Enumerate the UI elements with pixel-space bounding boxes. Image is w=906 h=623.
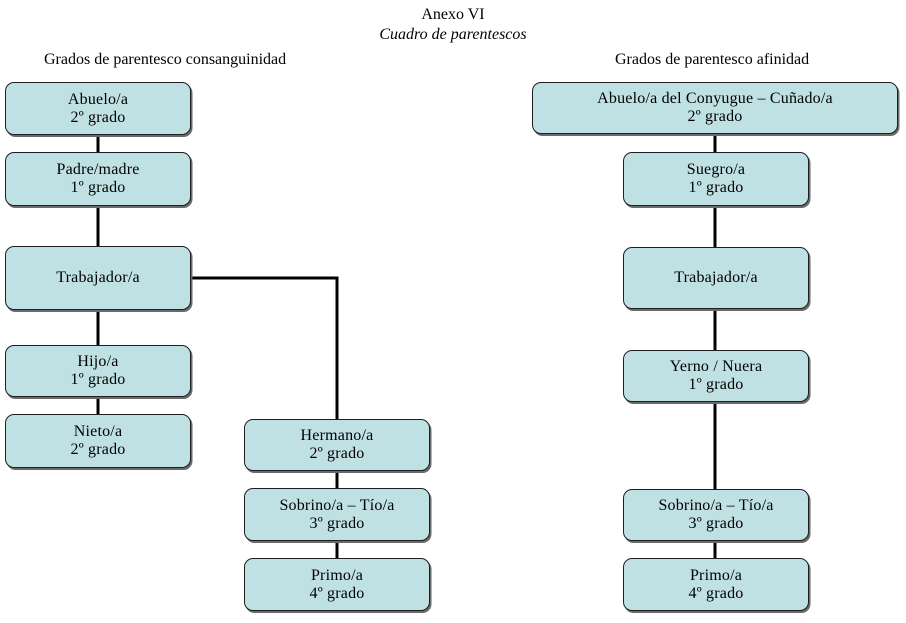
node-name: Abuelo/a del Conyugue – Cuñado/a — [597, 90, 833, 107]
node-degree: 2º grado — [687, 108, 743, 125]
node-name: Primo/a — [689, 566, 743, 584]
node-degree: 2º grado — [70, 441, 126, 458]
node-trabajador-consanguinidad: Trabajador/a — [5, 246, 191, 310]
node-degree: 1º grado — [688, 376, 744, 393]
node-name: Suegro/a — [686, 161, 746, 178]
node-suegro: Suegro/a 1º grado — [623, 152, 809, 206]
node-degree: 4º grado — [309, 584, 365, 602]
node-padre-madre: Padre/madre 1º grado — [5, 152, 191, 206]
node-degree: 3º grado — [309, 514, 365, 532]
node-name: Trabajador/a — [56, 269, 140, 286]
node-name: Padre/madre — [56, 161, 140, 178]
node-name: Yerno / Nuera — [669, 358, 763, 375]
node-name: Nieto/a — [73, 423, 123, 440]
node-hijo: Hijo/a 1º grado — [5, 345, 191, 397]
node-abuelo-conyugue: Abuelo/a del Conyugue – Cuñado/a 2º grad… — [532, 82, 898, 134]
node-degree: 3º grado — [688, 515, 744, 532]
node-yerno-nuera: Yerno / Nuera 1º grado — [623, 350, 809, 402]
node-name: Primo/a — [310, 566, 364, 584]
node-name: Abuelo/a — [67, 90, 129, 108]
node-degree: 2º grado — [70, 108, 126, 126]
node-sobrino-consanguinidad: Sobrino/a – Tío/a 3º grado — [244, 488, 430, 541]
node-degree: 1º grado — [70, 179, 126, 196]
consanguinity-heading: Grados de parentesco consanguinidad — [44, 51, 287, 68]
affinity-heading: Grados de parentesco afinidad — [615, 51, 810, 68]
chart-subtitle: Cuadro de parentescos — [379, 26, 527, 43]
annex-title: Anexo VI — [421, 6, 485, 23]
node-degree: 4º grado — [688, 584, 744, 602]
node-name: Hermano/a — [300, 427, 374, 444]
node-primo-consanguinidad: Primo/a 4º grado — [244, 558, 430, 611]
node-name: Hijo/a — [77, 353, 119, 370]
node-degree: 1º grado — [688, 179, 744, 196]
node-degree: 2º grado — [309, 445, 365, 462]
node-degree: 1º grado — [70, 371, 126, 388]
node-trabajador-afinidad: Trabajador/a — [623, 247, 809, 309]
node-hermano: Hermano/a 2º grado — [244, 419, 430, 471]
node-abuelo: Abuelo/a 2º grado — [5, 82, 191, 135]
node-name: Sobrino/a – Tío/a — [658, 497, 774, 514]
node-nieto: Nieto/a 2º grado — [5, 414, 191, 468]
node-name: Sobrino/a – Tío/a — [279, 496, 395, 514]
node-name: Trabajador/a — [674, 269, 758, 286]
node-sobrino-afinidad: Sobrino/a – Tío/a 3º grado — [623, 489, 809, 541]
node-primo-afinidad: Primo/a 4º grado — [623, 558, 809, 611]
